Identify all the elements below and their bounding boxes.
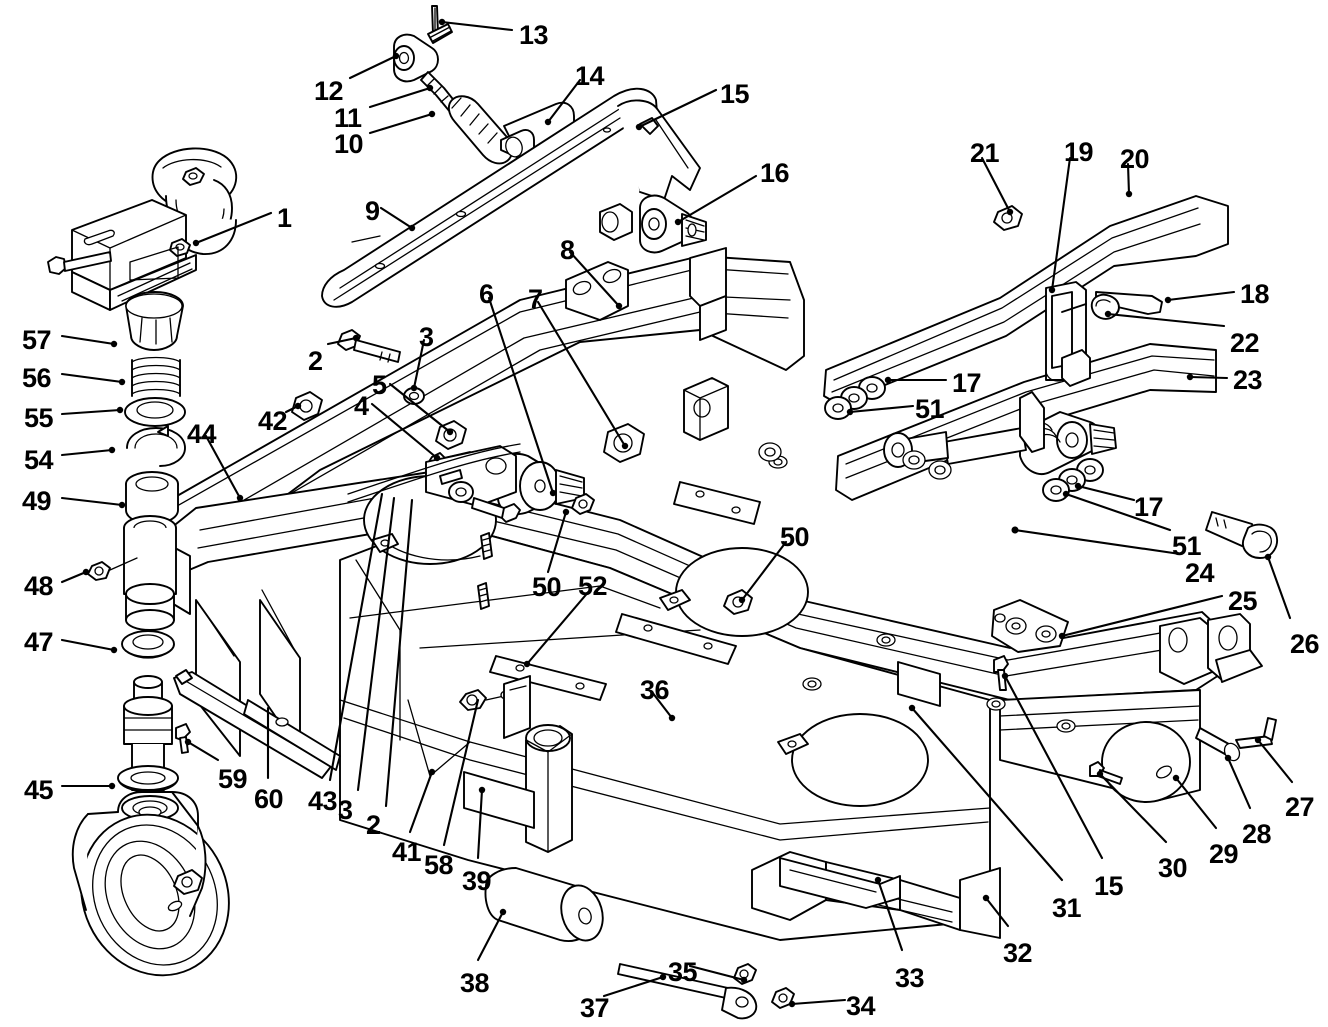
callout-43: 43 [308, 786, 338, 816]
callout-8: 8 [560, 235, 575, 265]
callout-14: 14 [575, 61, 605, 91]
callout-50-left: 50 [532, 572, 562, 602]
callout-9: 9 [365, 196, 380, 226]
callout-17: 17 [952, 368, 982, 398]
callout-11: 11 [334, 103, 362, 133]
callout-45: 45 [24, 775, 54, 805]
callout-32: 32 [1003, 938, 1033, 968]
callout-4: 4 [354, 391, 369, 421]
callout-19: 19 [1064, 137, 1094, 167]
upper-frame-rail [147, 194, 805, 561]
callout-35: 35 [668, 957, 698, 987]
callout-3-lower: 3 [338, 795, 353, 825]
callout-52: 52 [578, 571, 608, 601]
callout-51-left: 51 [915, 394, 945, 424]
callout-55: 55 [24, 403, 54, 433]
callout-50-right: 50 [780, 522, 810, 552]
callout-15-lower: 15 [1094, 871, 1124, 901]
callout-5: 5 [372, 370, 387, 400]
callout-37: 37 [580, 993, 610, 1023]
callout-23: 23 [1233, 365, 1263, 395]
callout-59: 59 [218, 764, 248, 794]
bracket-pin-group [991, 391, 1278, 691]
fastener-cluster [291, 329, 1117, 739]
callout-6: 6 [479, 279, 494, 309]
callout-22: 22 [1230, 328, 1260, 358]
callout-27: 27 [1285, 792, 1315, 822]
callout-7: 7 [528, 284, 543, 314]
callout-17-lower: 17 [1134, 492, 1164, 522]
callout-12: 12 [314, 76, 344, 106]
callout-36: 36 [640, 675, 670, 705]
leader-lines [60, 18, 1294, 1008]
callout-38: 38 [460, 968, 490, 998]
callout-29: 29 [1209, 839, 1239, 869]
callout-60: 60 [254, 784, 284, 814]
callout-51-right: 51 [1172, 531, 1202, 561]
bracket-roller-group [47, 147, 238, 311]
callout-42: 42 [258, 406, 288, 436]
callout-26: 26 [1290, 629, 1320, 659]
callout-16: 16 [760, 158, 790, 188]
callout-39: 39 [462, 866, 492, 896]
callout-20: 20 [1120, 144, 1150, 174]
callout-47: 47 [24, 627, 54, 657]
callout-24: 24 [1185, 558, 1215, 588]
callout-1: 1 [277, 203, 292, 233]
callout-28: 28 [1242, 819, 1272, 849]
callout-3: 3 [419, 322, 434, 352]
deck-frame [155, 455, 1263, 941]
callout-41: 41 [392, 837, 422, 867]
callout-25: 25 [1228, 586, 1258, 616]
callout-44: 44 [187, 419, 217, 449]
callout-33: 33 [895, 963, 925, 993]
callout-13: 13 [519, 20, 549, 50]
callout-56: 56 [22, 363, 52, 393]
callout-31: 31 [1052, 893, 1082, 923]
callout-34: 34 [846, 991, 876, 1021]
callout-48: 48 [24, 571, 54, 601]
callout-18: 18 [1240, 279, 1270, 309]
callout-49: 49 [22, 486, 52, 516]
callout-15: 15 [720, 79, 750, 109]
roller-group [484, 867, 795, 1020]
callout-21: 21 [970, 138, 1000, 168]
callout-2: 2 [308, 346, 323, 376]
callout-58: 58 [424, 850, 454, 880]
rail-59-60 [173, 669, 341, 779]
callout-57: 57 [22, 325, 52, 355]
callout-10: 10 [334, 129, 364, 159]
callout-54: 54 [24, 445, 54, 475]
callout-2-lower: 2 [366, 810, 381, 840]
caster-stack [71, 291, 230, 977]
callout-30: 30 [1158, 853, 1188, 883]
